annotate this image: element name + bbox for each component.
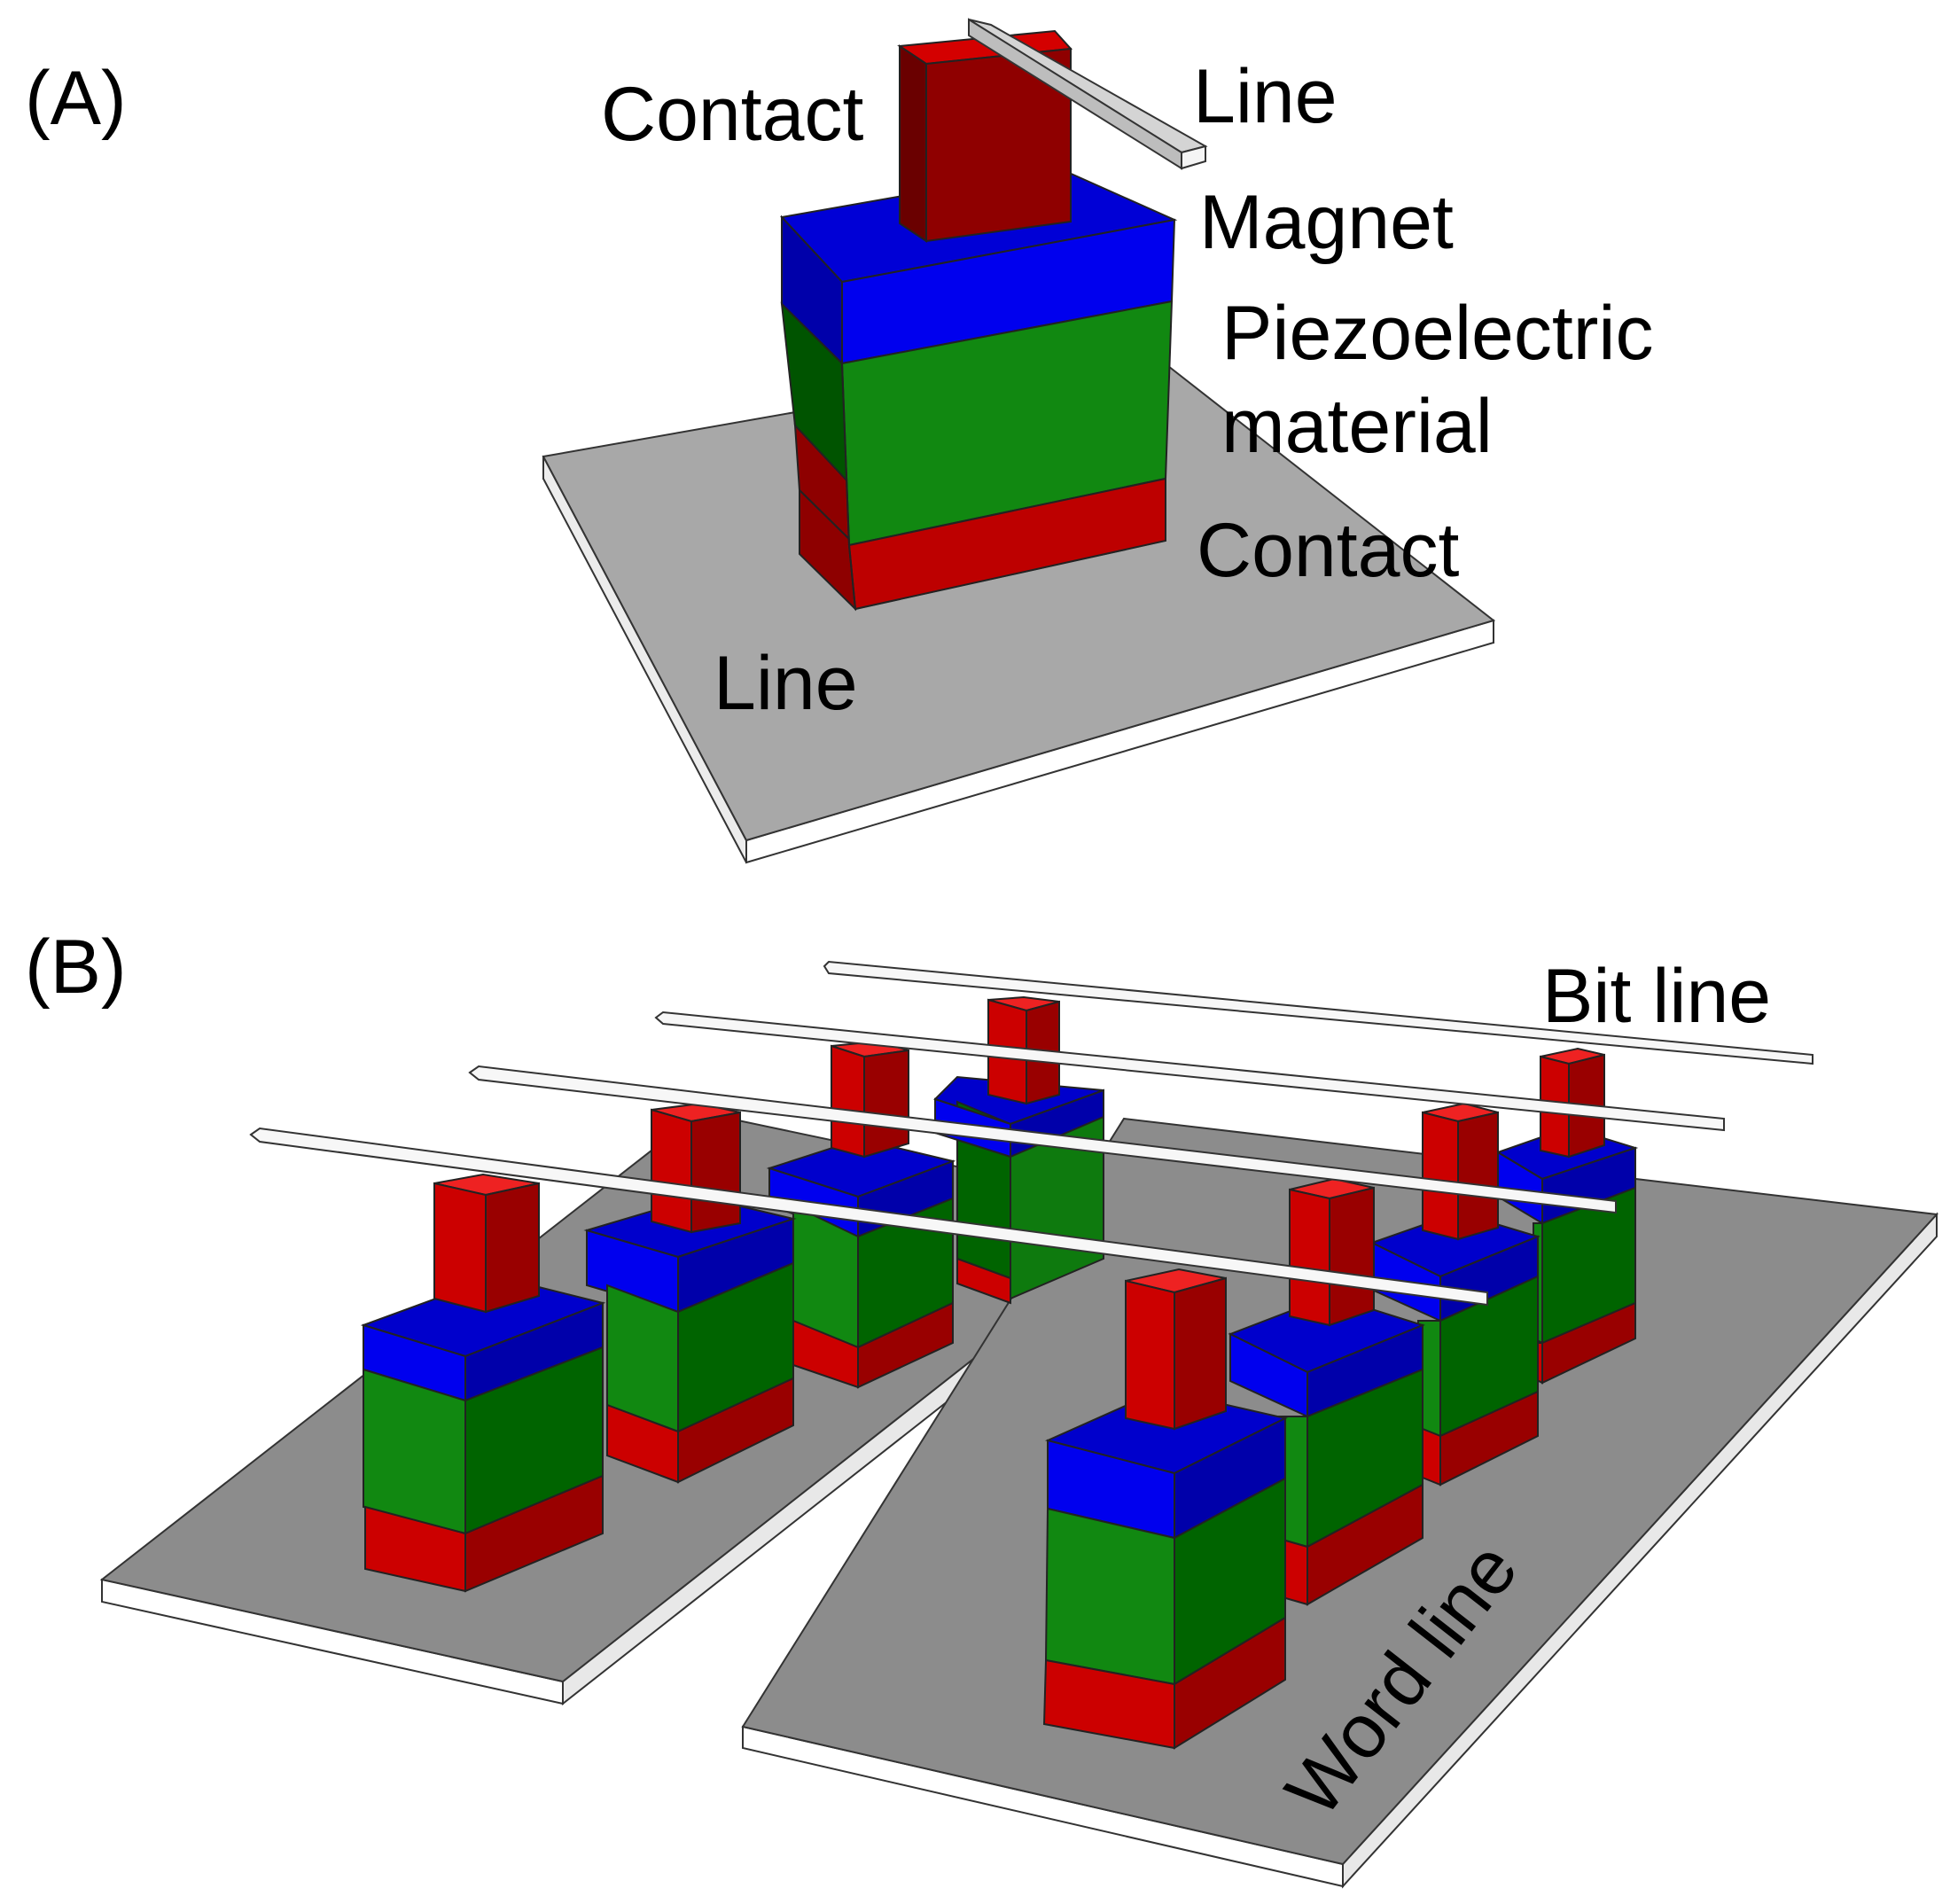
panel-a-bottom-line [542, 348, 1496, 864]
label-bottom-line: Line [714, 641, 858, 726]
label-bit-line: Bit line [1542, 954, 1771, 1039]
cell-right-1 [1042, 1268, 1288, 1750]
panel-a-top-contact [897, 29, 1073, 243]
label-piezoelectric-2: material [1221, 384, 1493, 469]
cell-right-4 [1495, 1047, 1639, 1385]
label-piezoelectric-1: Piezoelectric [1221, 291, 1654, 376]
label-top-line: Line [1193, 54, 1338, 139]
bit-line-3 [468, 1065, 1617, 1214]
panel-b: (B) [25, 925, 1939, 1889]
bit-line-2 [654, 1011, 1725, 1132]
panel-a-label: (A) [25, 56, 127, 141]
panel-a: (A) [25, 18, 1654, 864]
label-top-contact: Contact [601, 72, 863, 157]
panel-a-top-line [968, 18, 1208, 170]
label-bottom-contact: Contact [1197, 508, 1459, 593]
bit-line-1 [823, 960, 1814, 1065]
cell-back-left-1 [360, 1173, 606, 1593]
cell-back-left-3 [766, 1040, 956, 1389]
label-magnet: Magnet [1199, 180, 1454, 265]
bit-line-4 [249, 1127, 1488, 1307]
panel-b-label: (B) [25, 925, 127, 1010]
